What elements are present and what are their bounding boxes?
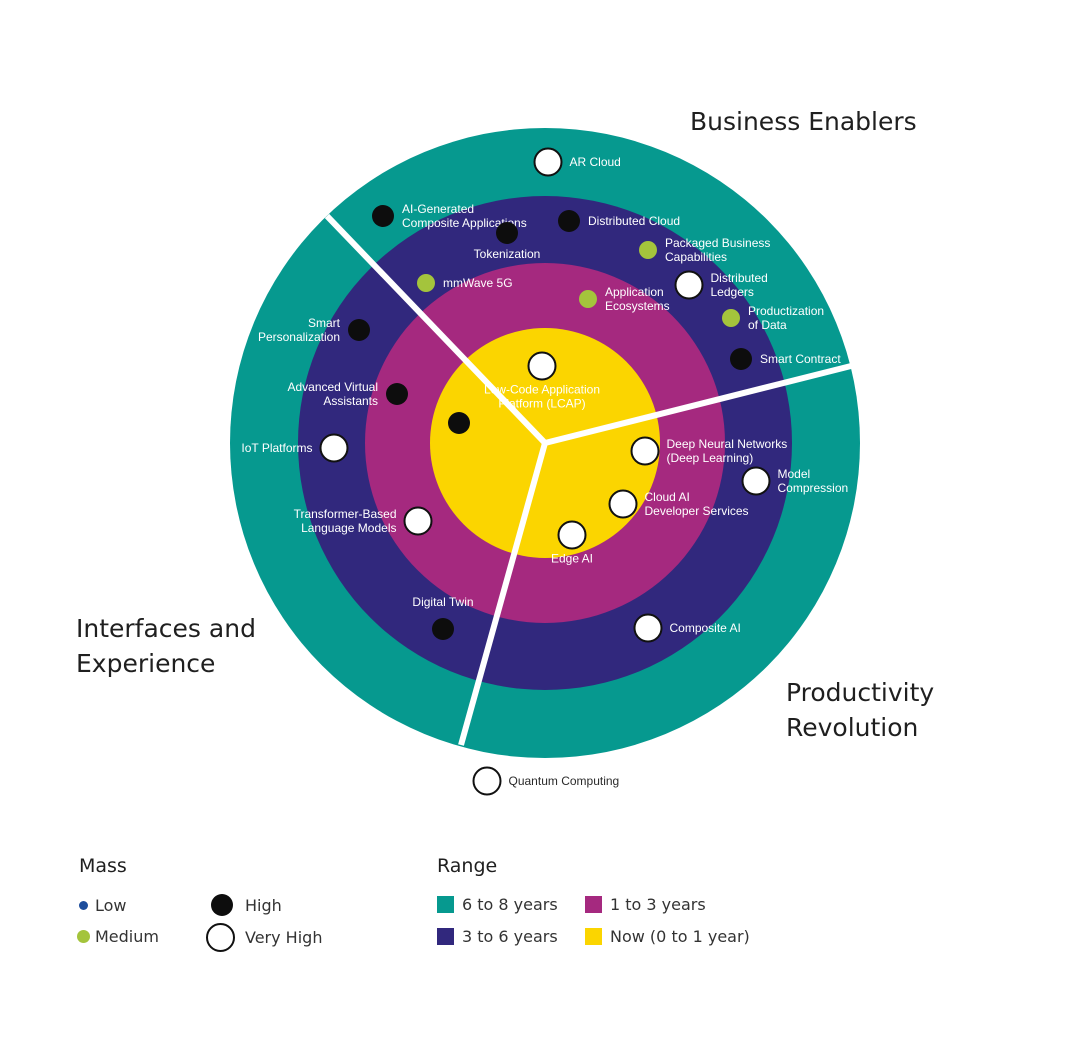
technology-label: Composite AI [670, 621, 741, 635]
range-swatch-icon [437, 928, 454, 945]
technology-label: IoT Platforms [241, 441, 312, 455]
technology-label: Tokenization [474, 247, 541, 261]
technology-blip-very-high [630, 436, 660, 466]
range-legend-6-to-8: 6 to 8 years [437, 895, 558, 914]
range-legend-title: Range [437, 855, 498, 877]
technology-blip-very-high [674, 270, 704, 300]
technology-blip-high [558, 210, 580, 232]
technology-blip-high [730, 348, 752, 370]
technology-label: Distributed Cloud [588, 214, 680, 228]
very-high-mass-dot-icon [206, 922, 235, 952]
technology-blip-very-high [527, 351, 557, 381]
technology-blip-very-high [533, 147, 563, 177]
range-swatch-icon [585, 896, 602, 913]
sector-divider-bottom [458, 442, 548, 746]
mass-legend-label: Medium [95, 926, 159, 946]
technology-label: mmWave 5G [443, 276, 513, 290]
medium-mass-dot-icon [77, 929, 90, 943]
low-mass-dot-icon [79, 900, 88, 910]
sector-title-productivity-revolution: Productivity Revolution [786, 675, 934, 745]
technology-label: Edge AI [551, 552, 593, 566]
technology-label: Deep Neural Networks(Deep Learning) [667, 437, 788, 465]
technology-blip-high [348, 319, 370, 341]
technology-blip-very-high [403, 506, 433, 536]
range-legend-label: 6 to 8 years [462, 895, 558, 914]
mass-legend-medium: Medium [77, 926, 159, 946]
range-legend-label: 3 to 6 years [462, 927, 558, 946]
range-swatch-icon [437, 896, 454, 913]
technology-blip-medium [417, 274, 435, 292]
technology-blip-very-high [633, 613, 663, 643]
range-legend-3-to-6: 3 to 6 years [437, 927, 558, 946]
technology-blip-very-high [608, 489, 638, 519]
technology-label: Smart Contract [760, 352, 841, 366]
mass-legend-label: Very High [245, 927, 323, 947]
technology-blip-very-high [319, 433, 349, 463]
technology-blip-high [496, 222, 518, 244]
technology-blip-very-high [557, 520, 587, 550]
technology-blip-high [448, 412, 470, 434]
range-legend-label: 1 to 3 years [610, 895, 706, 914]
technology-blip-medium [579, 290, 597, 308]
range-swatch-icon [585, 928, 602, 945]
sector-title-line: Productivity [786, 678, 935, 707]
sector-title-line: Experience [76, 649, 216, 678]
mass-legend-very-high: Very High [206, 922, 322, 952]
sector-title-interfaces-experience: Interfaces and Experience [76, 611, 256, 681]
technology-blip-high [372, 205, 394, 227]
technology-label: AR Cloud [570, 155, 621, 169]
sector-divider-top-left [324, 213, 548, 446]
technology-label: Quantum Computing [509, 774, 620, 788]
mass-legend-high: High [211, 893, 282, 917]
technology-blip-very-high [472, 766, 502, 796]
mass-legend-low: Low [79, 895, 127, 915]
range-legend-1-to-3: 1 to 3 years [585, 895, 706, 914]
sector-title-line: Revolution [786, 713, 919, 742]
high-mass-dot-icon [211, 894, 233, 916]
technology-blip-medium [639, 241, 657, 259]
technology-blip-medium [722, 309, 740, 327]
range-legend-label: Now (0 to 1 year) [610, 927, 750, 946]
technology-label: Digital Twin [412, 595, 473, 609]
sector-title-line: Interfaces and [76, 614, 256, 643]
mass-legend-title: Mass [79, 855, 127, 877]
range-legend-now: Now (0 to 1 year) [585, 927, 750, 946]
technology-blip-high [432, 618, 454, 640]
mass-legend-label: High [245, 895, 282, 915]
mass-legend-label: Low [95, 895, 127, 915]
technology-blip-high [386, 383, 408, 405]
sector-divider-right [544, 362, 856, 446]
technology-blip-very-high [741, 466, 771, 496]
sector-title-business-enablers: Business Enablers [690, 107, 917, 136]
